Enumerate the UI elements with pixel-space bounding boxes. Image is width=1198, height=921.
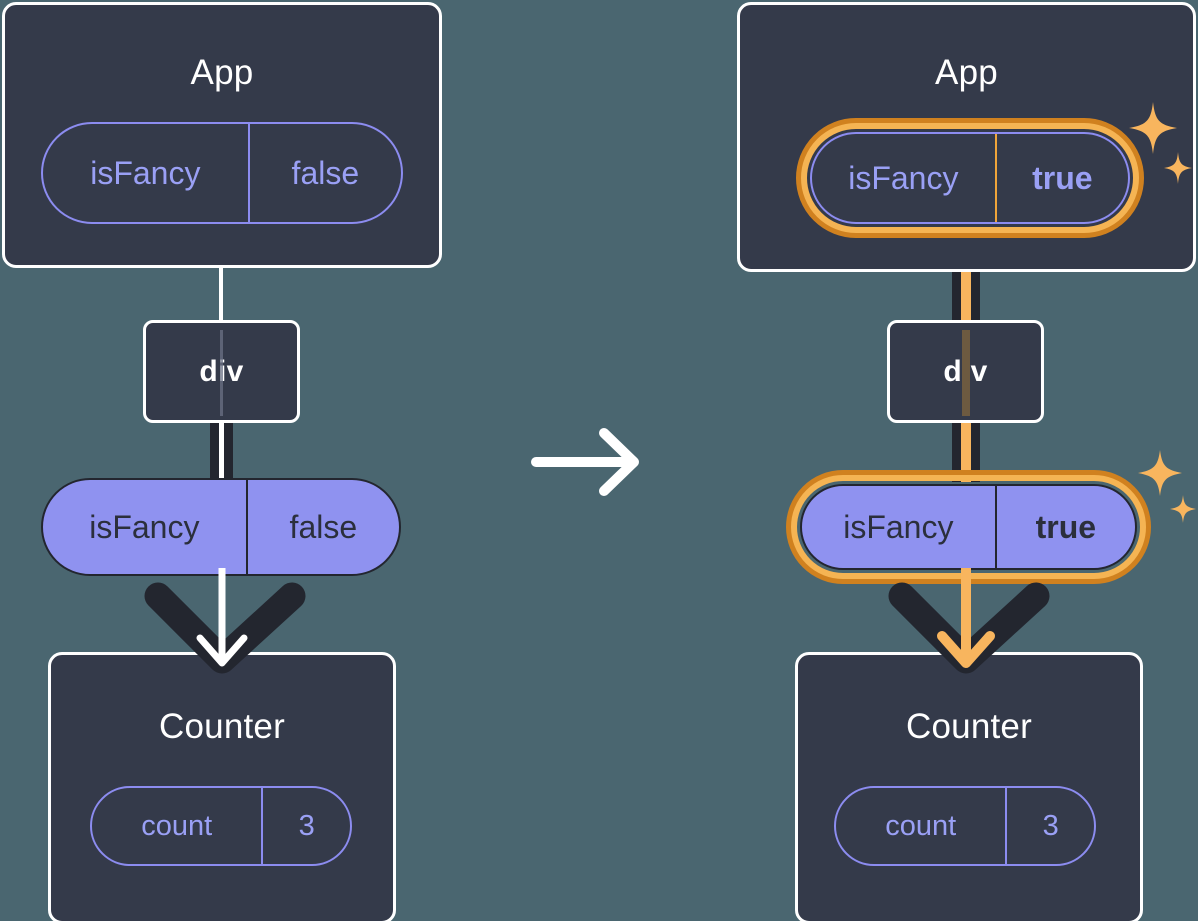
state-pill-isfancy-after: isFancy true	[796, 118, 1144, 238]
app-title-before: App	[190, 53, 254, 92]
transition-right-arrow-icon	[531, 428, 639, 496]
state-pill-count-before: count 3	[90, 786, 352, 866]
app-title-after: App	[935, 53, 998, 92]
state-pill-value-before: false	[247, 124, 401, 222]
sparkle-icon-large	[1138, 450, 1182, 496]
connector-through-div-after	[962, 330, 970, 416]
state-pill-isfancy-before: isFancy false	[41, 122, 403, 224]
render-arrow-before	[144, 568, 306, 674]
state-pill-value-after: true	[994, 134, 1128, 222]
count-pill-key-before: count	[141, 809, 213, 842]
connector-div-to-pill-core-after	[961, 420, 971, 482]
sparkle-icon-group-prop	[1138, 450, 1196, 523]
sparkle-icon-small	[1164, 152, 1192, 184]
prop-pill-isfancy-after: isFancy true	[786, 470, 1151, 584]
sparkle-icon-small	[1170, 495, 1196, 523]
connector-through-div-before	[220, 330, 223, 416]
count-pill-value-before: 3	[261, 788, 350, 864]
prop-pill-value-before: false	[245, 480, 399, 574]
sparkle-icon-group-app	[1129, 102, 1192, 184]
count-pill-value-after: 3	[1005, 788, 1094, 864]
sparkle-icon-large	[1129, 102, 1177, 154]
prop-pill-key-before: isFancy	[89, 508, 200, 545]
count-pill-key-after: count	[885, 809, 957, 842]
connector-div-to-pill-core-before	[219, 420, 224, 482]
prop-pill-isfancy-before: isFancy false	[41, 478, 401, 576]
state-pill-key-after: isFancy	[848, 159, 959, 196]
prop-pill-value-after: true	[994, 486, 1135, 568]
counter-title-before: Counter	[159, 707, 285, 746]
render-arrow-after	[888, 568, 1050, 674]
connector-app-to-div-before	[219, 262, 223, 324]
state-pill-count-after: count 3	[834, 786, 1096, 866]
prop-pill-key-after: isFancy	[843, 508, 954, 545]
counter-title-after: Counter	[906, 707, 1032, 746]
state-pill-key-before: isFancy	[90, 154, 201, 191]
